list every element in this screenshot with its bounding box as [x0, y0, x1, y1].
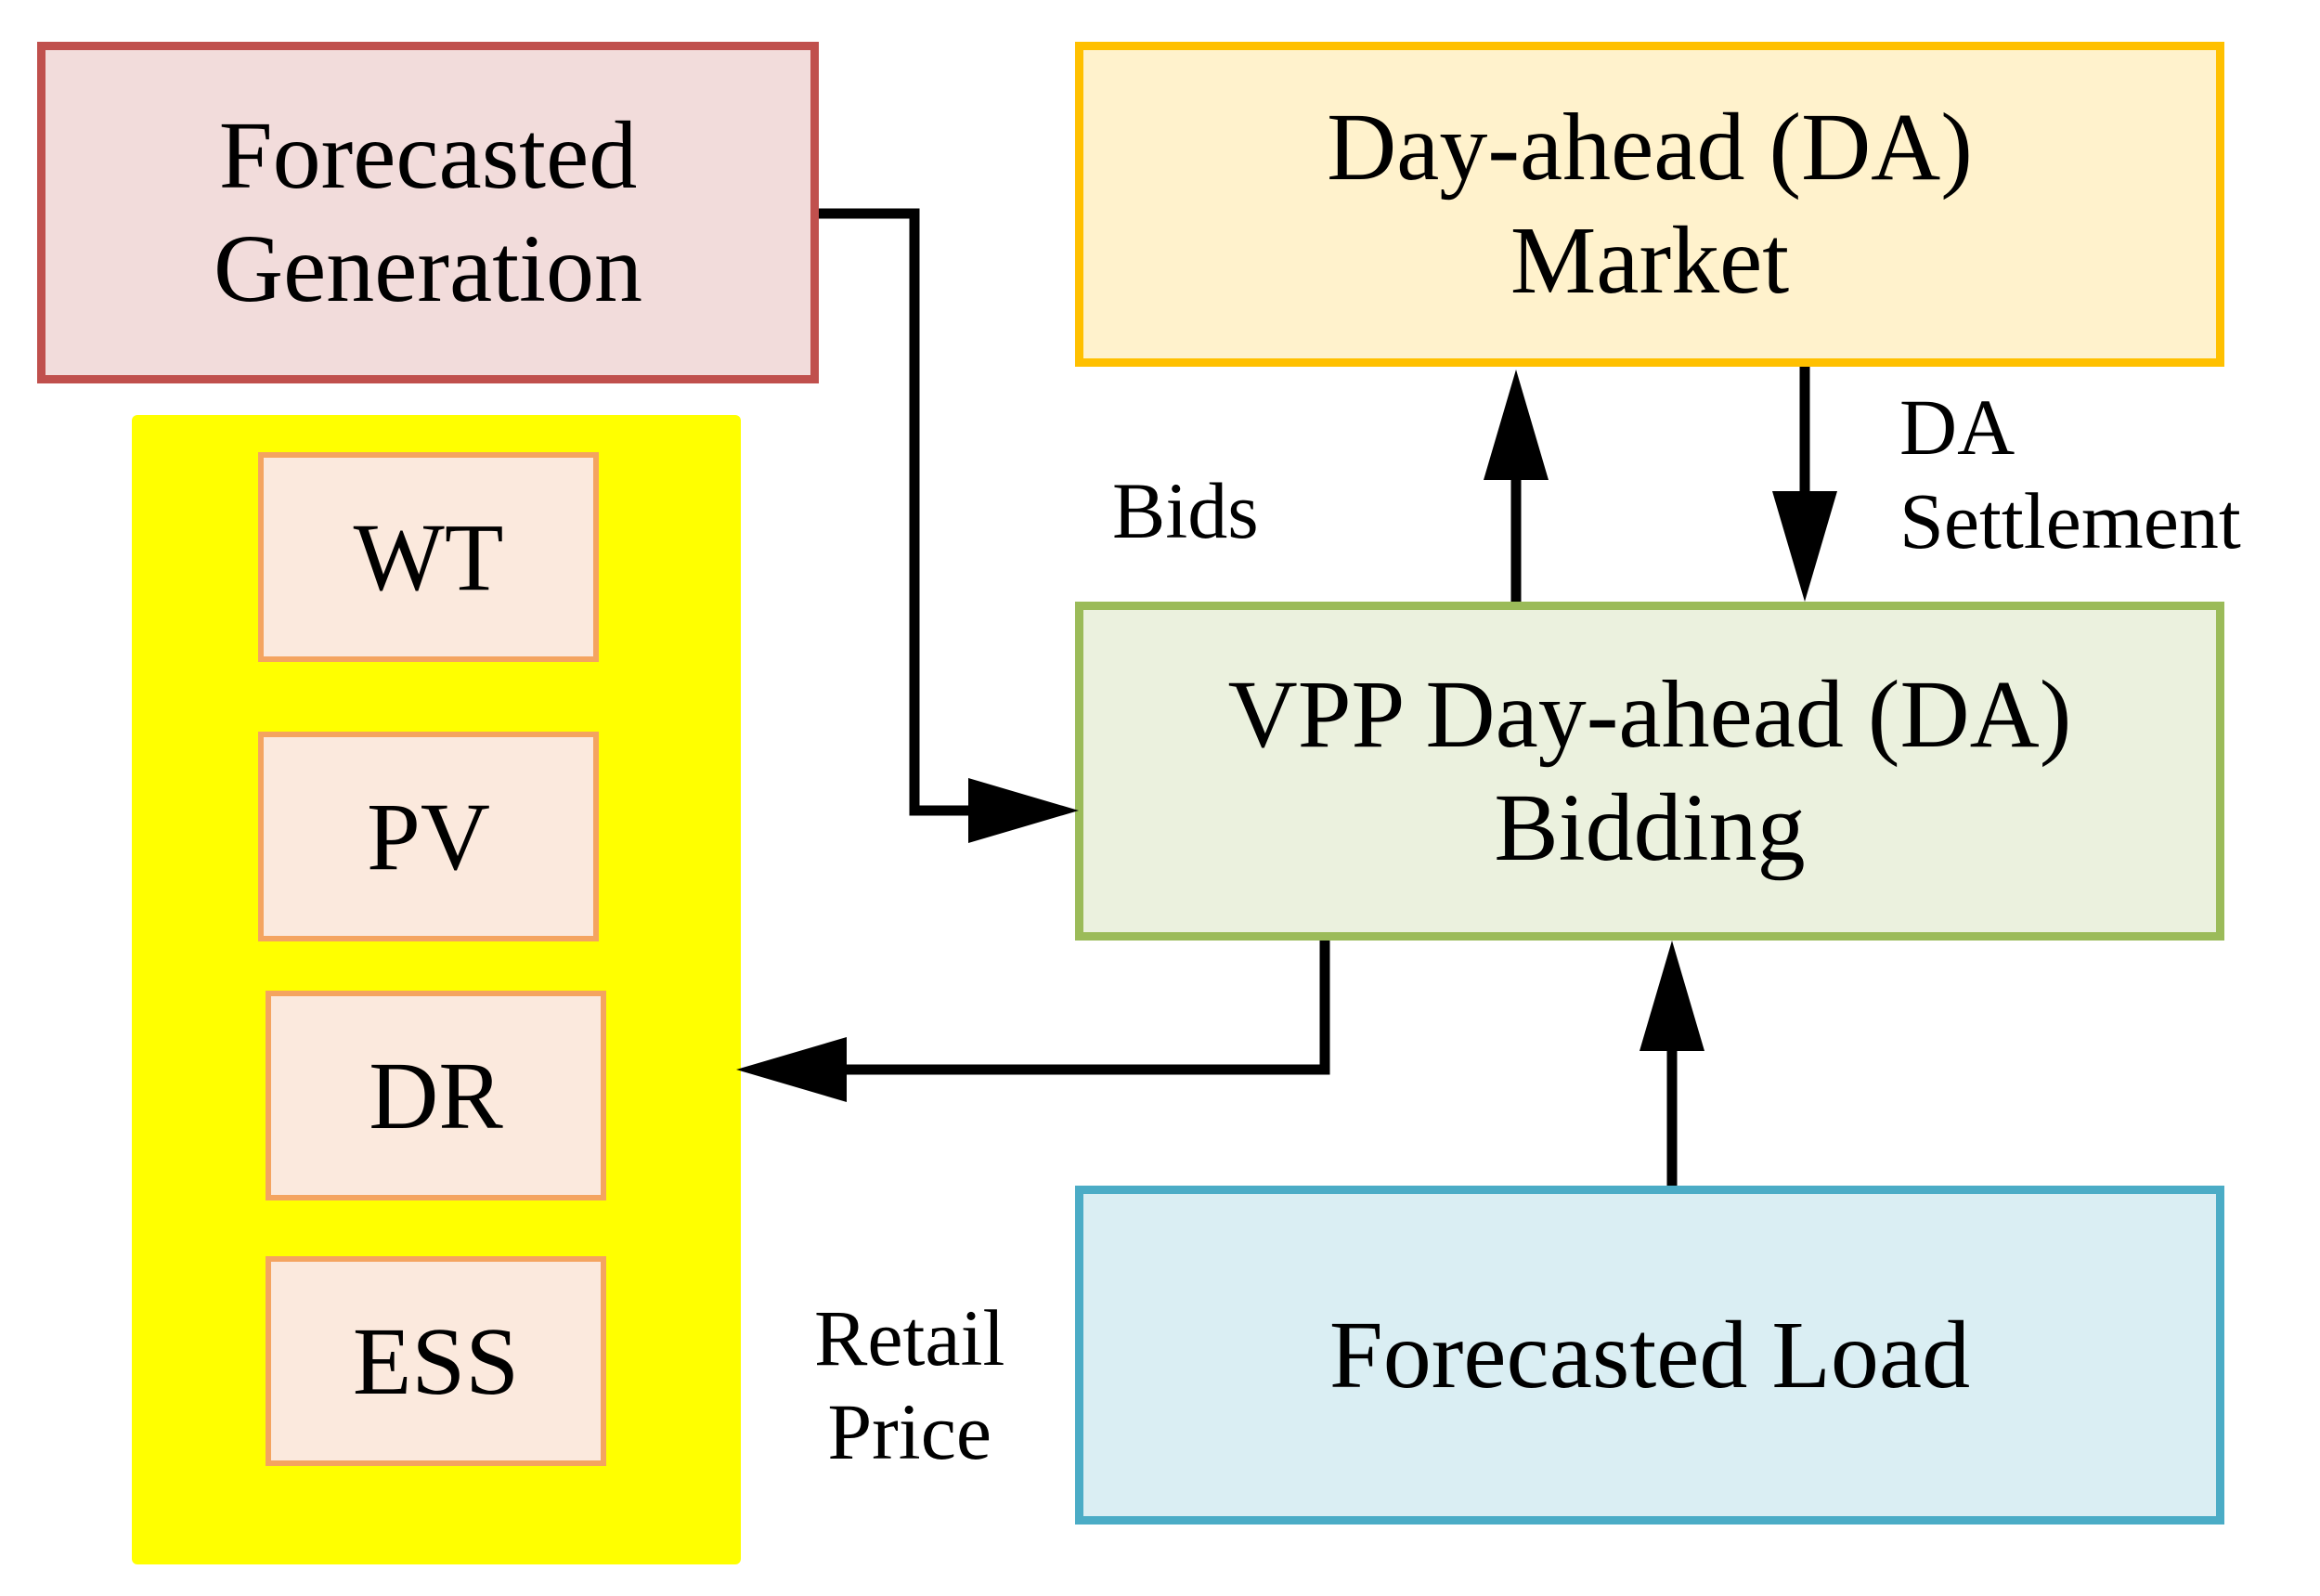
arrow-market-to-vpp-settlement: [1772, 367, 1837, 602]
unit-dr-label: DR: [369, 1042, 503, 1149]
unit-wt-box: WT: [258, 452, 599, 662]
forecasted-generation-line2: Generation: [213, 215, 642, 322]
arrow-vpp-to-der: [736, 941, 1330, 1102]
vpp-bidding-line2: Bidding: [1494, 773, 1806, 881]
forecasted-generation-box: Forecasted Generation: [37, 42, 819, 383]
unit-pv-box: PV: [258, 732, 599, 941]
retail-price-line1: Retail: [814, 1293, 1005, 1382]
arrow-load-to-vpp: [1640, 941, 1704, 1186]
bids-label: Bids: [1112, 464, 1259, 558]
da-market-line1: Day-ahead (DA): [1327, 94, 1973, 201]
retail-price-line2: Price: [827, 1386, 992, 1476]
arrow-vpp-to-market-bids: [1484, 370, 1549, 602]
unit-wt-label: WT: [353, 503, 504, 611]
unit-ess-label: ESS: [352, 1307, 520, 1415]
forecasted-load-label: Forecasted Load: [1328, 1301, 1971, 1408]
forecasted-generation-line1: Forecasted: [218, 102, 638, 210]
bids-label-text: Bids: [1112, 466, 1259, 555]
da-settlement-line2: Settlement: [1899, 475, 2241, 565]
unit-ess-box: ESS: [266, 1256, 606, 1466]
retail-price-label: Retail Price: [814, 1291, 1004, 1478]
da-settlement-line1: DA: [1899, 383, 2015, 472]
vpp-bidding-line1: VPP Day-ahead (DA): [1227, 660, 2072, 768]
forecasted-load-box: Forecasted Load: [1075, 1186, 2224, 1525]
unit-pv-label: PV: [367, 783, 490, 890]
da-market-line2: Market: [1510, 207, 1790, 314]
da-market-box: Day-ahead (DA) Market: [1075, 42, 2224, 367]
unit-dr-box: DR: [266, 991, 606, 1200]
arrow-generation-to-vpp: [819, 208, 1079, 843]
da-settlement-label: DA Settlement: [1899, 381, 2241, 567]
vpp-bidding-box: VPP Day-ahead (DA) Bidding: [1075, 602, 2224, 941]
